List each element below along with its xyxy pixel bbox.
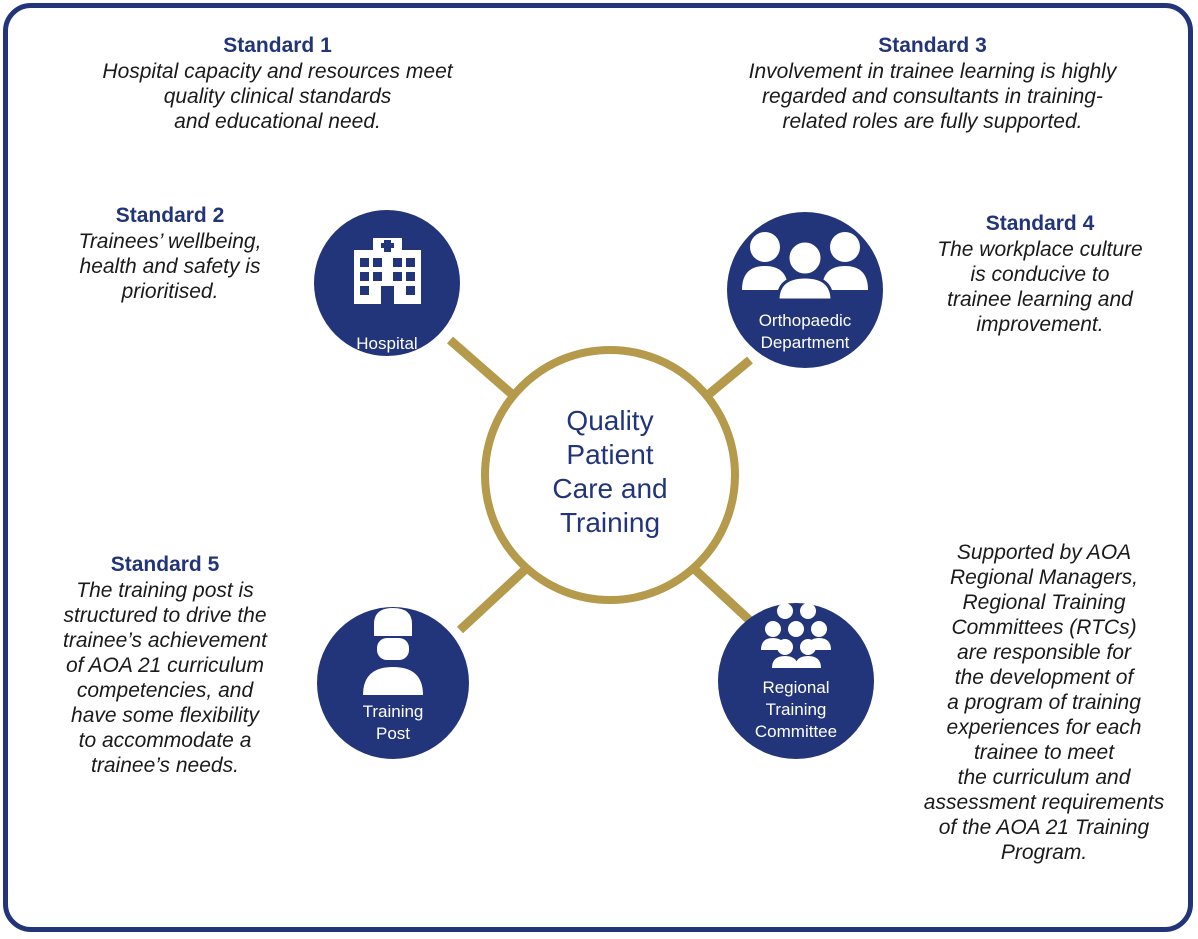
standard-1-heading: Standard 1 [223, 34, 332, 57]
standard-5-body: The training post is structured to drive… [63, 579, 267, 777]
center-ring [481, 346, 739, 604]
connector-rtc [686, 561, 764, 634]
department-label: Orthopaedic Department [758, 311, 852, 352]
hospital-label: Hospital [356, 334, 418, 353]
rtc-note: Supported by AOA Regional Managers, Regi… [895, 540, 1193, 865]
standard-1: Standard 1 Hospital capacity and resourc… [25, 33, 530, 134]
committee-group-icon [761, 603, 831, 668]
standard-1-body: Hospital capacity and resources meet qua… [102, 60, 453, 133]
people-group-icon [742, 232, 868, 302]
rtc-node [718, 603, 874, 759]
hospital-building-icon [354, 238, 421, 304]
center-label: Quality Patient Care and Training [552, 405, 668, 538]
standard-3: Standard 3 Involvement in trainee learni… [690, 33, 1175, 134]
standard-5-heading: Standard 5 [110, 553, 220, 576]
surgeon-masked-icon [363, 608, 423, 695]
connector-training-post [456, 561, 534, 634]
training-post-label: Training Post [362, 702, 424, 743]
rtc-label: Regional Training Committee [754, 678, 838, 741]
rtc-note-body: Supported by AOA Regional Managers, Regi… [923, 541, 1165, 864]
standard-3-body: Involvement in trainee learning is highl… [748, 60, 1117, 133]
standard-4-body: The workplace culture is conducive to tr… [937, 238, 1143, 336]
standard-2: Standard 2 Trainees’ wellbeing, health a… [45, 203, 295, 304]
standard-4: Standard 4 The workplace culture is cond… [910, 211, 1170, 337]
standard-2-body: Trainees’ wellbeing, health and safety i… [78, 230, 262, 303]
standard-3-heading: Standard 3 [878, 34, 987, 57]
standard-5: Standard 5 The training post is structur… [30, 552, 300, 778]
standard-2-heading: Standard 2 [115, 204, 225, 227]
standard-4-heading: Standard 4 [985, 212, 1095, 235]
